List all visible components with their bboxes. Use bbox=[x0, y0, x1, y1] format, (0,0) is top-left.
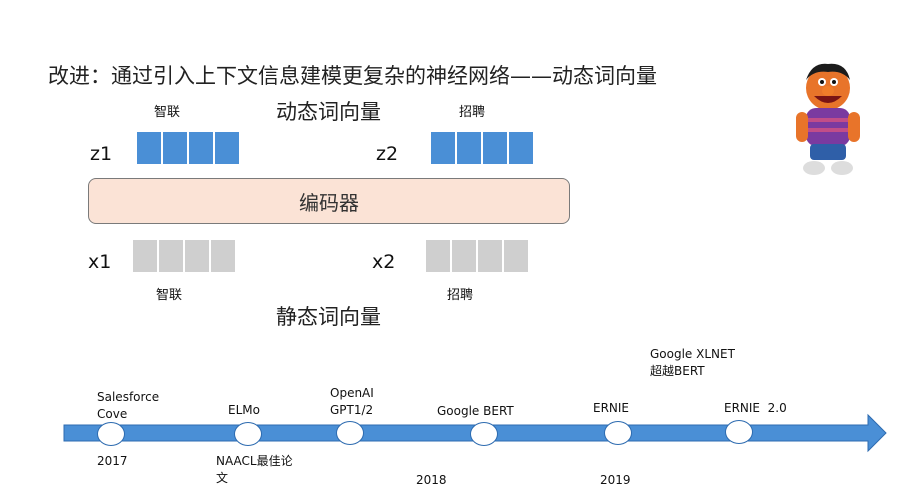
timeline-node-gpt bbox=[336, 421, 364, 445]
word2-top-label: 招聘 bbox=[459, 105, 486, 120]
z1-vector bbox=[137, 132, 239, 164]
vector-cell bbox=[133, 240, 157, 272]
encoder-label: 编码器 bbox=[299, 191, 359, 215]
vector-cell bbox=[137, 132, 161, 164]
static-vector-label: 静态词向量 bbox=[276, 305, 381, 329]
timeline-node-cove bbox=[97, 422, 125, 446]
event-ernie-label: ERNIE bbox=[593, 401, 630, 415]
event-bert-label: Google BERT bbox=[437, 404, 514, 418]
x1-label: x1 bbox=[88, 251, 112, 273]
vector-cell bbox=[457, 132, 481, 164]
timeline-node-ernie2 bbox=[725, 420, 753, 444]
timeline-node-bert bbox=[470, 422, 498, 446]
word1-top-label: 智联 bbox=[154, 105, 181, 120]
elmo-award-note: NAACL最佳论文 bbox=[216, 454, 293, 485]
x2-vector bbox=[426, 240, 528, 272]
word1-bottom-label: 智联 bbox=[156, 288, 183, 303]
vector-cell bbox=[483, 132, 507, 164]
x1-vector bbox=[133, 240, 235, 272]
timeline-node-elmo bbox=[234, 422, 262, 446]
year-2018: 2018 bbox=[416, 473, 447, 487]
vector-cell bbox=[426, 240, 450, 272]
muppet-character-icon bbox=[796, 63, 860, 175]
page-title: 改进：通过引入上下文信息建模更复杂的神经网络——动态词向量 bbox=[48, 64, 657, 88]
z1-label: z1 bbox=[90, 143, 113, 165]
event-gpt-label: OpenAI GPT1/2 bbox=[330, 386, 374, 417]
timeline-node-ernie bbox=[604, 421, 632, 445]
vector-cell bbox=[452, 240, 476, 272]
year-2019: 2019 bbox=[600, 473, 631, 487]
vector-cell bbox=[159, 240, 183, 272]
event-cove-label: Salesforce Cove bbox=[97, 390, 160, 421]
x2-label: x2 bbox=[372, 251, 396, 273]
vector-cell bbox=[185, 240, 209, 272]
xlnet-note: Google XLNET 超越BERT bbox=[650, 347, 735, 378]
vector-cell bbox=[189, 132, 213, 164]
vector-cell bbox=[163, 132, 187, 164]
vector-cell bbox=[431, 132, 455, 164]
z2-vector bbox=[431, 132, 533, 164]
z2-label: z2 bbox=[376, 143, 399, 165]
word2-bottom-label: 招聘 bbox=[447, 288, 474, 303]
encoder-box: 编码器 bbox=[88, 178, 570, 224]
vector-cell bbox=[509, 132, 533, 164]
vector-cell bbox=[215, 132, 239, 164]
year-2017: 2017 bbox=[97, 454, 128, 468]
vector-cell bbox=[504, 240, 528, 272]
dynamic-vector-label: 动态词向量 bbox=[276, 100, 381, 124]
vector-cell bbox=[211, 240, 235, 272]
vector-cell bbox=[478, 240, 502, 272]
event-elmo-label: ELMo bbox=[228, 403, 260, 417]
event-ernie2-label: ERNIE 2.0 bbox=[724, 401, 787, 415]
